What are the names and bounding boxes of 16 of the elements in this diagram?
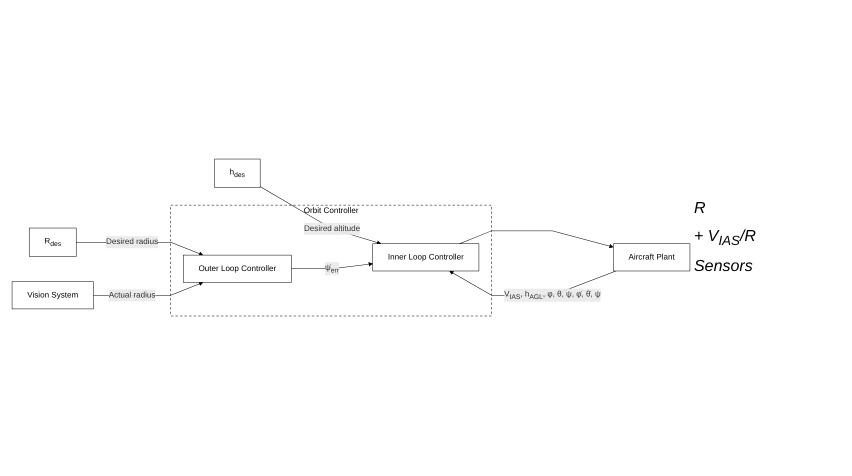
node-box: h$_{des}$: [214, 159, 260, 188]
annotation-text: Sensors: [694, 258, 754, 276]
edge-label: Desired altitude: [304, 224, 360, 234]
node-box: Aircraft Plant: [613, 244, 690, 272]
edge-label: ψ̇$_{err}$: [325, 264, 340, 274]
edge-label: V$_{IAS}$, h$_{AGL}$, φ, θ, ψ, φ̇, θ̇, ψ̇: [504, 290, 601, 301]
edge-label: Desired radius: [106, 238, 158, 247]
node-box: Outer Loop Controller: [183, 255, 292, 284]
annotation-text: R: [694, 200, 707, 218]
node-box: Inner Loop Controller: [372, 244, 480, 272]
arrow: [260, 186, 382, 246]
annotation-text: + V$_{IAS}$/R: [694, 228, 757, 248]
arrow: [459, 231, 614, 249]
edge-label: Actual radius: [108, 291, 156, 300]
node-box: R$_{des}$: [28, 228, 76, 258]
node-box: Vision System: [12, 282, 94, 310]
